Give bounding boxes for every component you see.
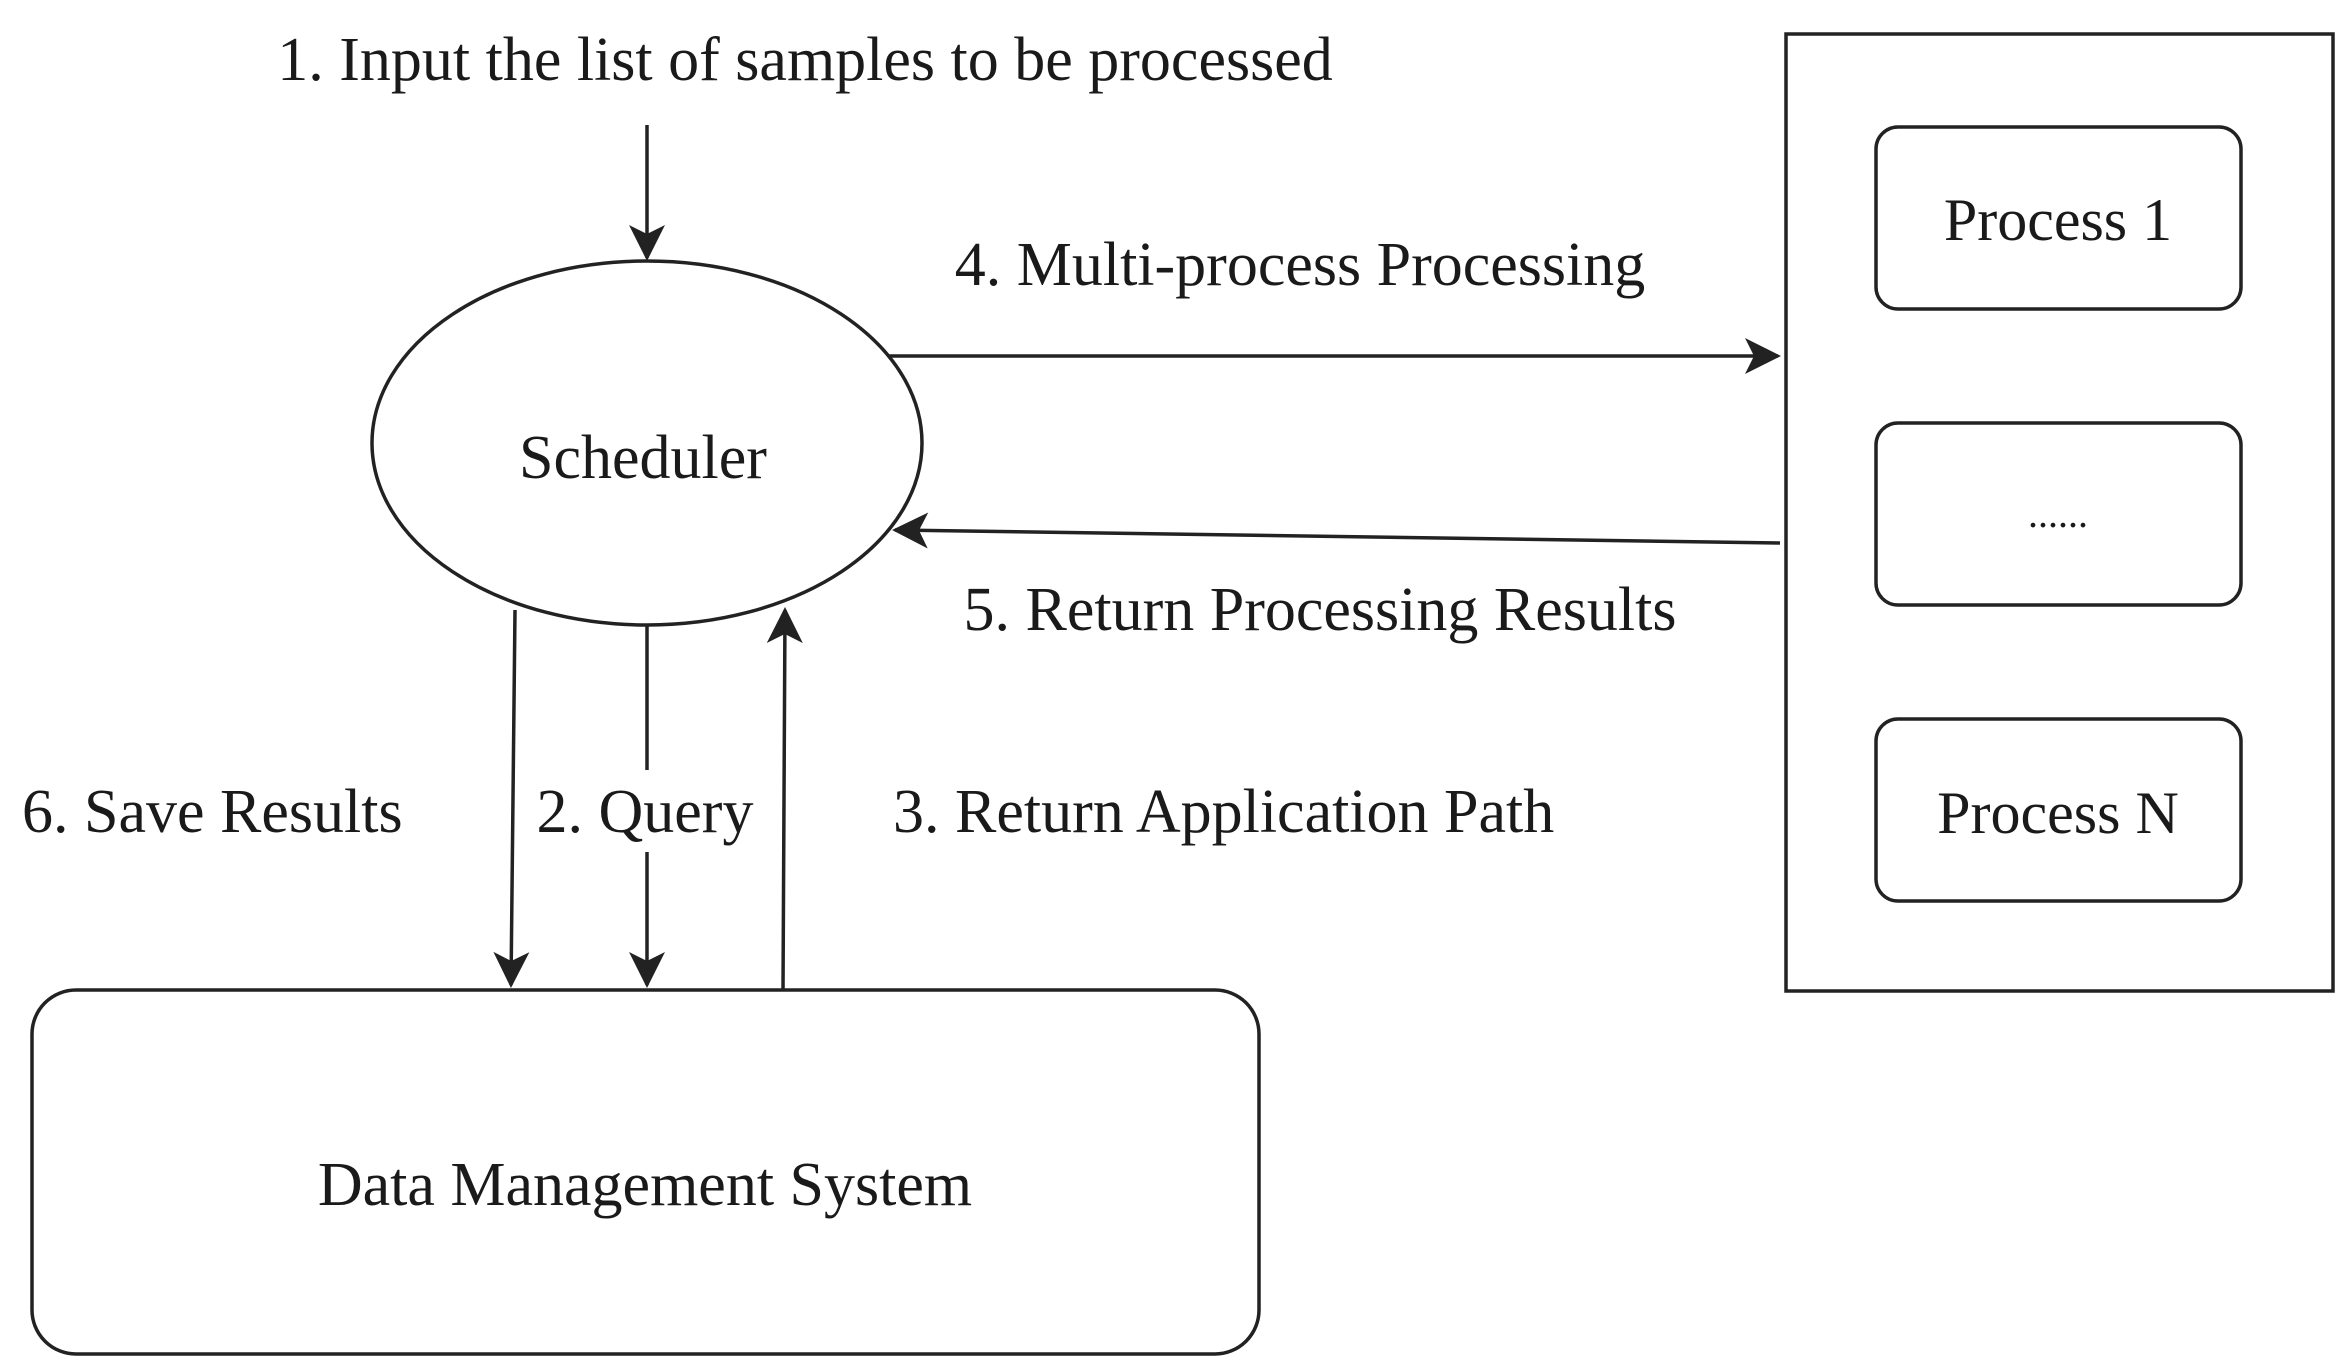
process-last-box bbox=[1874, 717, 2243, 903]
process-pool: Process 1 ...... Process N bbox=[1784, 32, 2335, 993]
data-management-system-box bbox=[30, 988, 1261, 1356]
process-first-box bbox=[1874, 125, 2243, 311]
query-label-backdrop bbox=[520, 770, 765, 852]
step5-label: 5. Return Processing Results bbox=[964, 576, 1677, 644]
data-management-system-node: Data Management System bbox=[30, 988, 1261, 1356]
process-first-node: Process 1 bbox=[1874, 125, 2243, 311]
save-results-arrow bbox=[493, 609, 530, 988]
process-first-label: Process 1 bbox=[1944, 187, 2172, 253]
scheduler-label: Scheduler bbox=[519, 424, 767, 492]
return-path-arrow bbox=[766, 607, 803, 991]
process-last-label: Process N bbox=[1937, 780, 2179, 846]
process-ellipsis-label: ...... bbox=[2028, 491, 2088, 536]
process-last-node: Process N bbox=[1874, 717, 2243, 903]
process-ellipsis-node: ...... bbox=[1874, 421, 2243, 607]
step3-label: 3. Return Application Path bbox=[893, 778, 1554, 846]
data-management-system-label: Data Management System bbox=[318, 1151, 972, 1219]
step2-label: 2. Query bbox=[537, 778, 754, 846]
process-ellipsis-box bbox=[1874, 421, 2243, 607]
step1-label: 1. Input the list of samples to be proce… bbox=[277, 26, 1333, 94]
step4-label: 4. Multi-process Processing bbox=[955, 231, 1646, 299]
step6-label: 6. Save Results bbox=[22, 778, 403, 846]
return-results-arrow bbox=[892, 512, 1781, 549]
scheduler-node: Scheduler bbox=[370, 259, 924, 627]
